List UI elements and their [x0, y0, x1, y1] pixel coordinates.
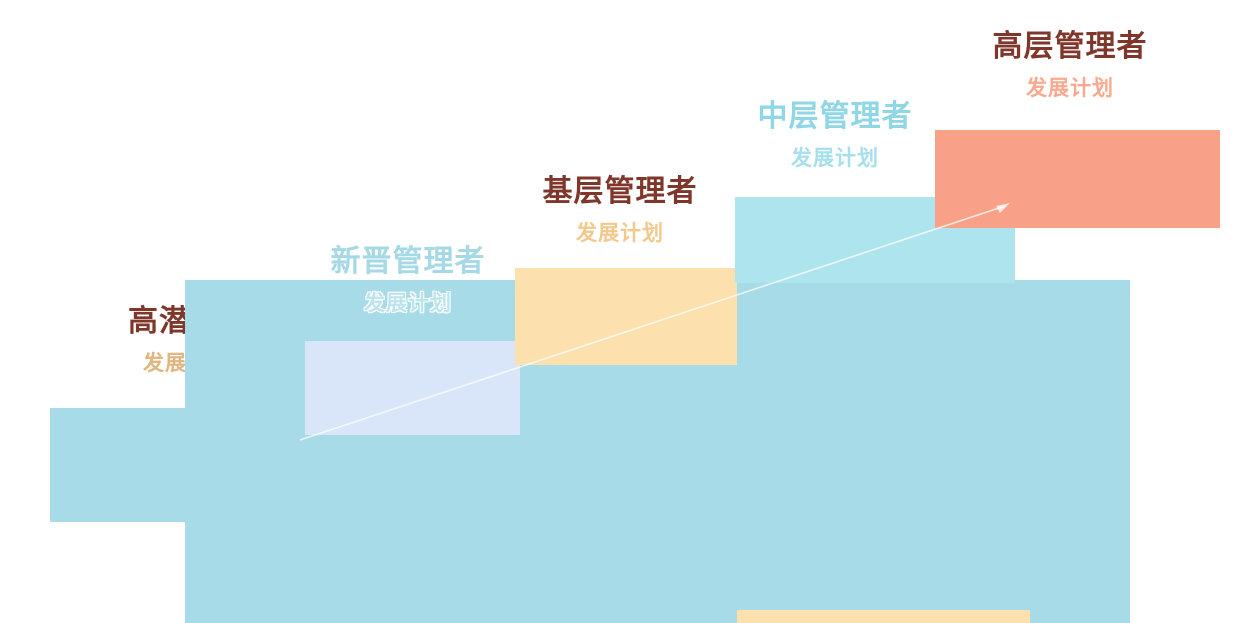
step-subtitle: 发展计划 — [364, 291, 452, 315]
frontline-manager-block — [515, 268, 737, 365]
label-high-potential: 高潜 发展 — [128, 305, 190, 375]
new-manager-block — [305, 341, 520, 435]
step-title: 基层管理者 — [542, 174, 698, 209]
bottom-peach-strip — [737, 610, 1030, 623]
label-senior-manager: 高层管理者 发展计划 — [960, 30, 1180, 100]
step-title: 高潜 — [128, 304, 190, 339]
step-title: 新晋管理者 — [330, 244, 486, 279]
step-title: 中层管理者 — [757, 99, 913, 134]
step-subtitle: 发展计划 — [1026, 76, 1114, 100]
step-subtitle: 发展计划 — [791, 146, 879, 170]
step-subtitle: 发展 — [143, 351, 187, 375]
step-subtitle: 发展计划 — [576, 221, 664, 245]
senior-manager-block — [935, 130, 1220, 228]
step-title: 高层管理者 — [992, 29, 1148, 64]
label-new-manager: 新晋管理者 发展计划 — [298, 245, 518, 315]
label-middle-manager: 中层管理者 发展计划 — [725, 100, 945, 170]
left-base-block — [50, 408, 185, 522]
label-frontline-manager: 基层管理者 发展计划 — [510, 175, 730, 245]
